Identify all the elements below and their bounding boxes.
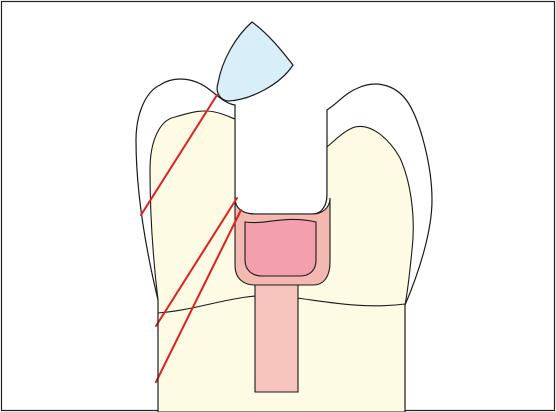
instrument-tip	[217, 22, 293, 101]
root-canal	[255, 280, 298, 392]
pulp-chamber	[245, 219, 316, 276]
